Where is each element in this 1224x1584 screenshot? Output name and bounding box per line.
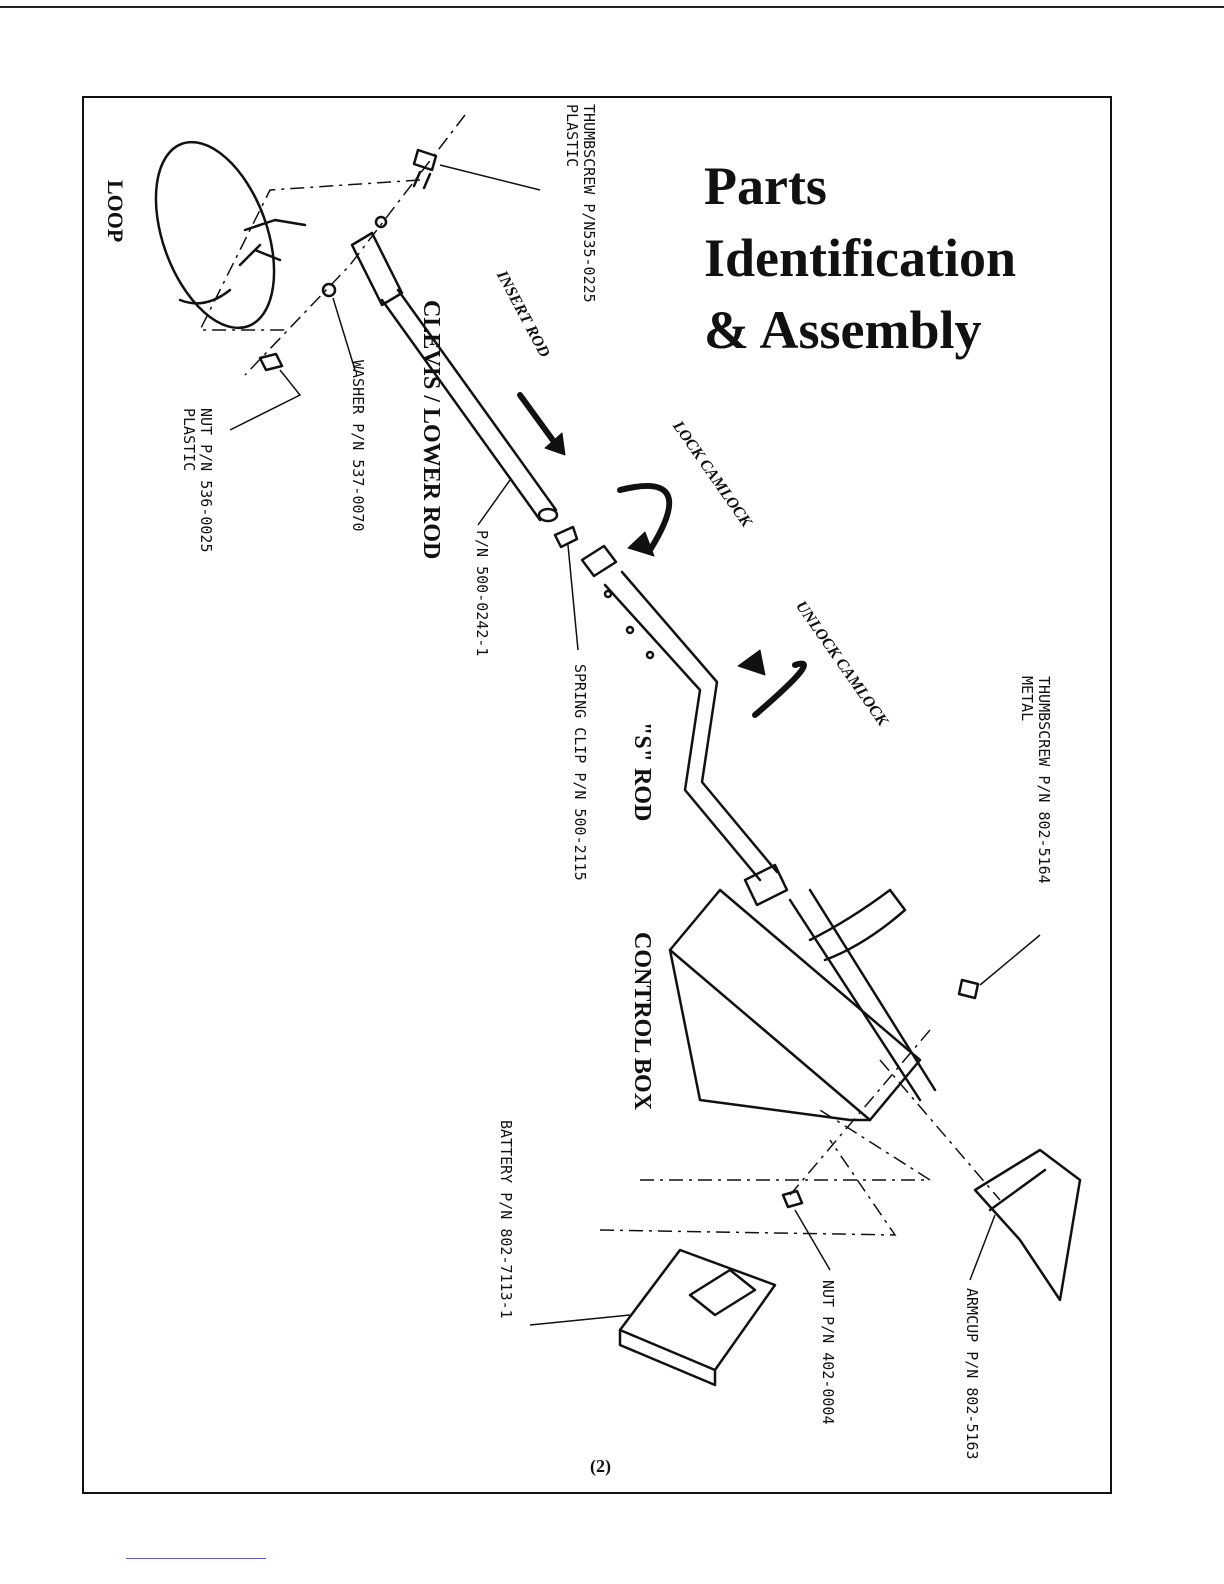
leader-spring-clip xyxy=(567,544,579,651)
armcup-part xyxy=(973,1148,1082,1302)
page-number: (2) xyxy=(590,1456,611,1476)
nut-metal-part xyxy=(781,1189,804,1209)
thumbscrew-metal-label: THUMBSCREW P/N 802-5164 METAL xyxy=(1018,676,1053,884)
assembly-line-loop xyxy=(198,179,421,331)
nut-plastic-label: NUT P/N 536-0025 PLASTIC xyxy=(180,408,215,553)
page-title: Parts Identification & Assembly xyxy=(704,150,1016,366)
clevis-lower-rod-label: CLEVIS / LOWER ROD xyxy=(418,300,444,560)
leader-thumbscrew-plastic xyxy=(439,164,541,191)
lock-arrow-head xyxy=(627,531,655,557)
rod-pn-label: P/N 500-0242-1 xyxy=(473,530,491,657)
lock-camlock-arrow xyxy=(617,483,673,553)
loop-label: LOOP xyxy=(103,180,128,243)
leader-nut-metal xyxy=(794,1209,831,1271)
lower-rod-part xyxy=(350,231,559,523)
thumbscrew-metal-label-line1: THUMBSCREW P/N 802-5164 xyxy=(1035,676,1053,884)
title-line-1: Parts xyxy=(704,156,827,216)
spring-clip-part xyxy=(553,525,579,549)
leader-rod-pn xyxy=(477,479,511,526)
thumbscrew-plastic-label-line2: PLASTIC xyxy=(563,104,581,168)
diagram-frame xyxy=(82,96,1112,1494)
leader-armcup xyxy=(969,1214,996,1281)
thumbscrew-plastic-label: THUMBSCREW P/N535-0225 PLASTIC xyxy=(563,104,598,303)
thumbscrew-plastic-part xyxy=(412,148,438,190)
s-rod-part xyxy=(580,544,779,882)
leader-washer xyxy=(332,297,356,371)
title-line-2: Identification xyxy=(704,228,1017,288)
armcup-label: ARMCUP P/N 802-5163 xyxy=(963,1288,981,1460)
washer-label: WASHER P/N 537-0070 xyxy=(349,360,367,532)
assembly-line-battery-b xyxy=(599,1139,897,1236)
thumbscrew-plastic-label-line1: THUMBSCREW P/N535-0225 xyxy=(580,104,598,303)
top-rule xyxy=(0,6,1224,8)
nut-plastic-part xyxy=(258,352,284,372)
control-box-part xyxy=(668,863,937,1122)
title-line-3: & Assembly xyxy=(704,300,982,360)
nut-plastic-label-line2: PLASTIC xyxy=(180,408,198,472)
thumbscrew-metal-part xyxy=(957,978,980,1000)
assembly-line-nut xyxy=(789,1029,931,1196)
washer-part xyxy=(321,282,337,298)
assembly-line-top xyxy=(244,114,466,376)
battery-label: BATTERY P/N 802-7113-1 xyxy=(497,1120,515,1319)
loop-coil xyxy=(154,140,307,330)
spring-clip-label: SPRING CLIP P/N 500-2115 xyxy=(571,664,589,881)
washer-part-top xyxy=(374,215,388,229)
insert-arrow-head xyxy=(544,432,566,456)
s-rod-label: "S" ROD xyxy=(629,722,655,822)
unlock-camlock-arrow xyxy=(752,660,807,718)
assembly-line-armcup xyxy=(879,1059,1001,1201)
nut-metal-label: NUT P/N 402-0004 xyxy=(819,1280,837,1425)
leader-nut-plastic xyxy=(229,369,302,431)
unlock-arrow-head xyxy=(737,649,766,676)
assembly-line-battery-a xyxy=(640,1109,933,1181)
nut-plastic-label-line1: NUT P/N 536-0025 xyxy=(197,408,215,553)
leader-thumbscrew-metal xyxy=(979,934,1041,986)
control-box-label: CONTROL BOX xyxy=(629,932,655,1111)
thumbscrew-metal-label-line2: METAL xyxy=(1018,676,1036,722)
battery-part xyxy=(618,1248,777,1387)
leader-battery xyxy=(529,1314,631,1326)
footer-rule xyxy=(126,1558,266,1559)
